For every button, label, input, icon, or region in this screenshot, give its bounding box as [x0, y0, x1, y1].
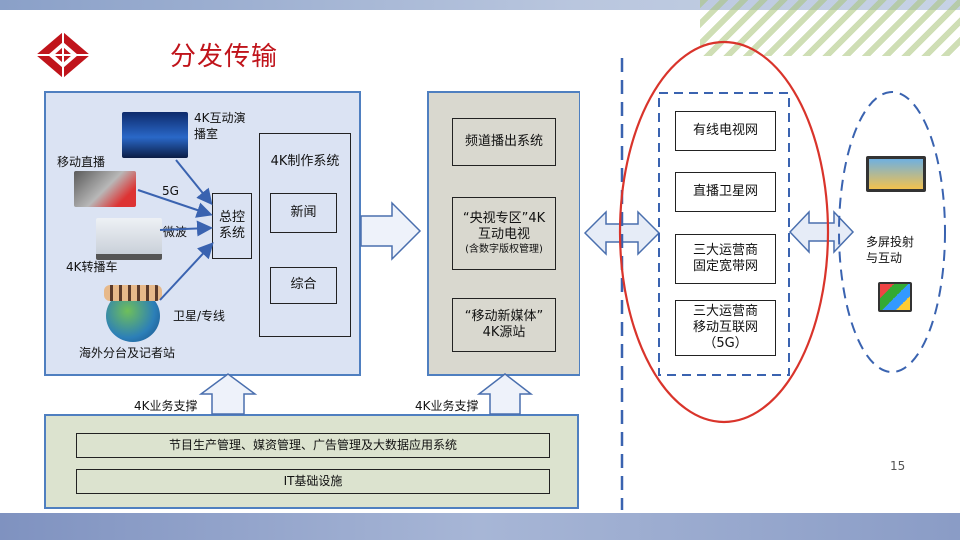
page-title: 分发传输 — [170, 42, 279, 72]
ob-van-image — [96, 218, 162, 260]
mobile-live-image — [74, 171, 136, 207]
channel-playout-box: 频道播出系统 — [452, 118, 556, 166]
support-label-left: 4K业务支撑 — [134, 399, 198, 413]
support-arrow-left — [198, 373, 258, 415]
support-arrow-right — [476, 373, 534, 415]
overseas-label: 海外分台及记者站 — [79, 346, 176, 360]
highlight-ellipse — [618, 40, 830, 424]
mobile-live-label: 移动直播 — [57, 155, 106, 169]
cctv-zone-label: “央视专区”4K 互动电视 — [462, 211, 546, 243]
production-system-label: 4K制作系统 — [270, 154, 340, 169]
ob-van-label: 4K转播车 — [66, 260, 118, 274]
network-broadband: 三大运营商 固定宽带网 — [675, 234, 776, 284]
overseas-people-image — [104, 285, 162, 301]
tablet-image — [878, 282, 912, 312]
cctv-zone-note: (含数字版权管理) — [465, 243, 543, 255]
general-box: 综合 — [270, 267, 337, 304]
news-box: 新闻 — [270, 193, 337, 233]
network-dashed-frame — [658, 92, 790, 376]
logo-icon — [36, 32, 90, 78]
terminals-dashed-ellipse — [838, 91, 946, 373]
decorative-stripe — [700, 0, 960, 56]
master-control-box: 总控 系统 — [212, 193, 252, 259]
studio-image — [122, 112, 188, 158]
flow-arrow-double-right — [788, 210, 855, 254]
production-system-box: 4K制作系统 — [259, 133, 351, 337]
bottom-band — [0, 513, 960, 540]
mobile-media-box: “移动新媒体” 4K源站 — [452, 298, 556, 352]
it-infra-box: IT基础设施 — [76, 469, 550, 494]
tv-screen-image — [866, 156, 926, 192]
support-label-right: 4K业务支撑 — [415, 399, 479, 413]
satellite-label: 卫星/专线 — [173, 309, 226, 323]
5g-label: 5G — [162, 184, 179, 198]
network-mobile: 三大运营商 移动互联网 （5G） — [675, 300, 776, 356]
mgmt-system-box: 节目生产管理、媒资管理、广告管理及大数据应用系统 — [76, 433, 550, 458]
cctv-zone-box: “央视专区”4K 互动电视 (含数字版权管理) — [452, 197, 556, 270]
studio-label: 4K互动演 播室 — [194, 111, 246, 142]
network-cable-tv: 有线电视网 — [675, 111, 776, 151]
source-arrows — [137, 159, 214, 301]
page-number: 15 — [890, 459, 906, 473]
top-band — [0, 0, 960, 10]
flow-arrow-right — [360, 201, 422, 261]
network-satellite: 直播卫星网 — [675, 172, 776, 212]
terminals-label: 多屏投射 与互动 — [866, 235, 915, 266]
